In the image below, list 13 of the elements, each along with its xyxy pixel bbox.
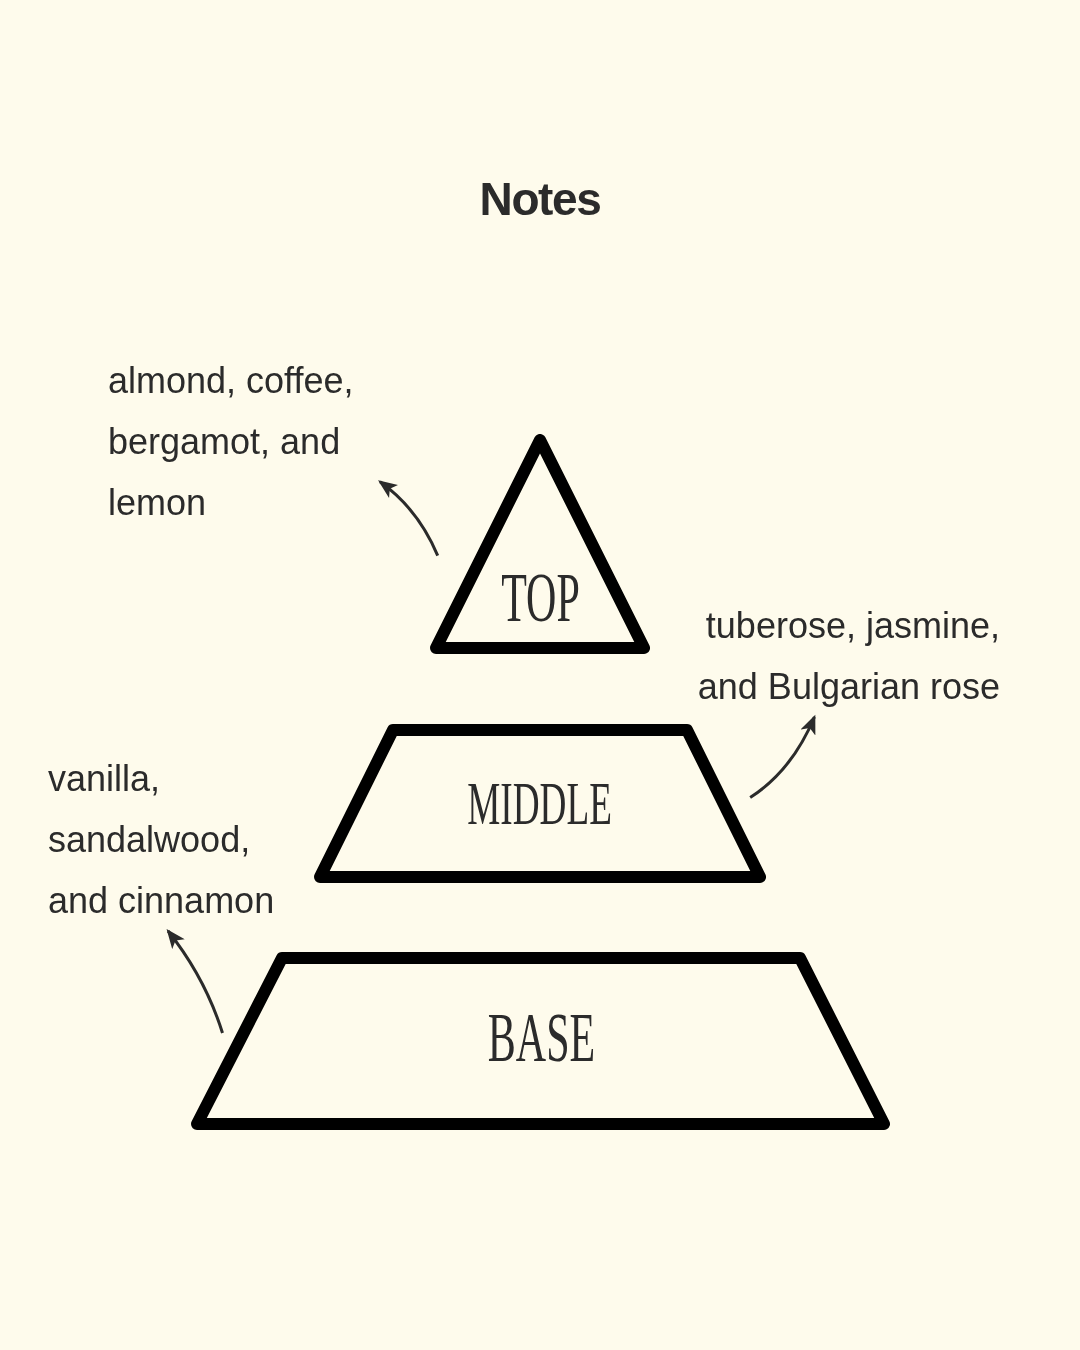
note-list-text: vanilla, sandalwood, and cinnamon: [48, 748, 293, 931]
curved-arrow: [749, 714, 816, 799]
tier-label: MIDDLE: [467, 772, 613, 834]
trapezoid-tier: [314, 724, 766, 884]
triangle-tier: [430, 434, 650, 655]
curved-arrow: [378, 480, 440, 557]
tier-label: TOP: [500, 563, 580, 633]
trapezoid-tier: [191, 952, 891, 1130]
diagram-title: Notes: [479, 176, 601, 222]
tier-label: BASE: [487, 1003, 595, 1073]
note-list-text: tuberose, jasmine, and Bulgarian rose: [680, 595, 1000, 717]
curved-arrow: [166, 929, 224, 1034]
note-list-text: almond, coffee, bergamot, and lemon: [108, 350, 380, 533]
